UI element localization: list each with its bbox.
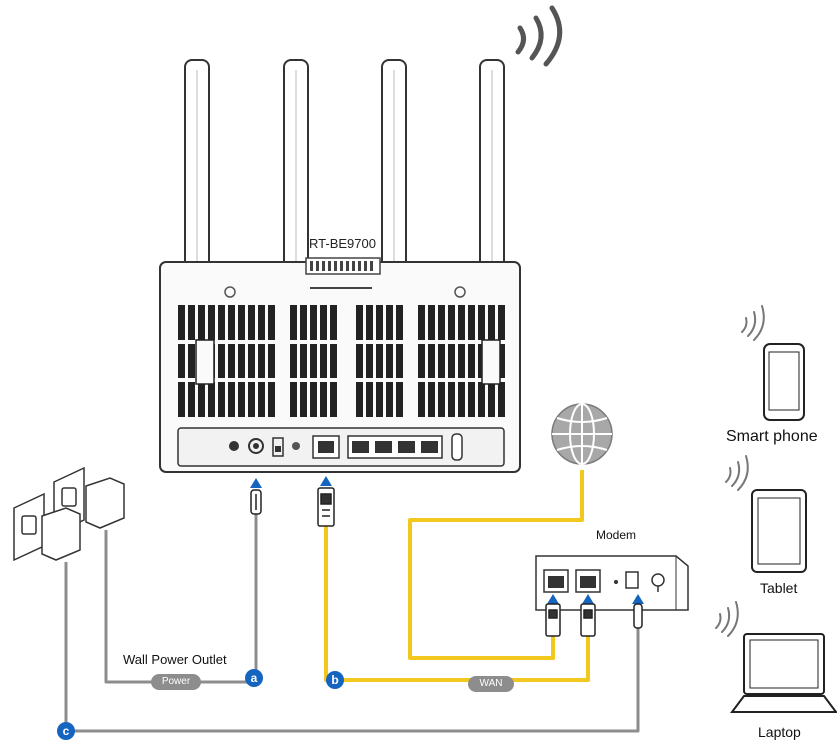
wall-power-outlet-label: Wall Power Outlet (123, 652, 227, 667)
modem-device (535, 555, 689, 611)
router-body (159, 257, 521, 473)
tablet-label: Tablet (760, 580, 798, 596)
smartphone-label: Smart phone (726, 428, 818, 445)
wan-plug (317, 476, 335, 527)
modem-plugs (545, 594, 644, 637)
globe-icon (551, 403, 613, 465)
router-model-label: RT-BE9700 (309, 236, 376, 251)
laptop-label: Laptop (758, 724, 801, 740)
tablet-icon (725, 455, 807, 573)
wan-cable-tag: WAN (468, 676, 514, 692)
router-antennas (184, 59, 505, 301)
power-plug (250, 478, 262, 515)
modem-label: Modem (596, 528, 637, 542)
yellow-cables (324, 470, 590, 682)
step-c-badge: c (57, 722, 75, 740)
router-wifi-icon (515, 5, 563, 67)
smartphone-icon (741, 305, 805, 421)
step-b-badge: b (326, 671, 344, 689)
laptop-icon (715, 601, 837, 713)
power-cable-tag: Power (151, 674, 201, 690)
step-a-badge: a (245, 669, 263, 687)
power-adapter-icon (41, 477, 125, 561)
